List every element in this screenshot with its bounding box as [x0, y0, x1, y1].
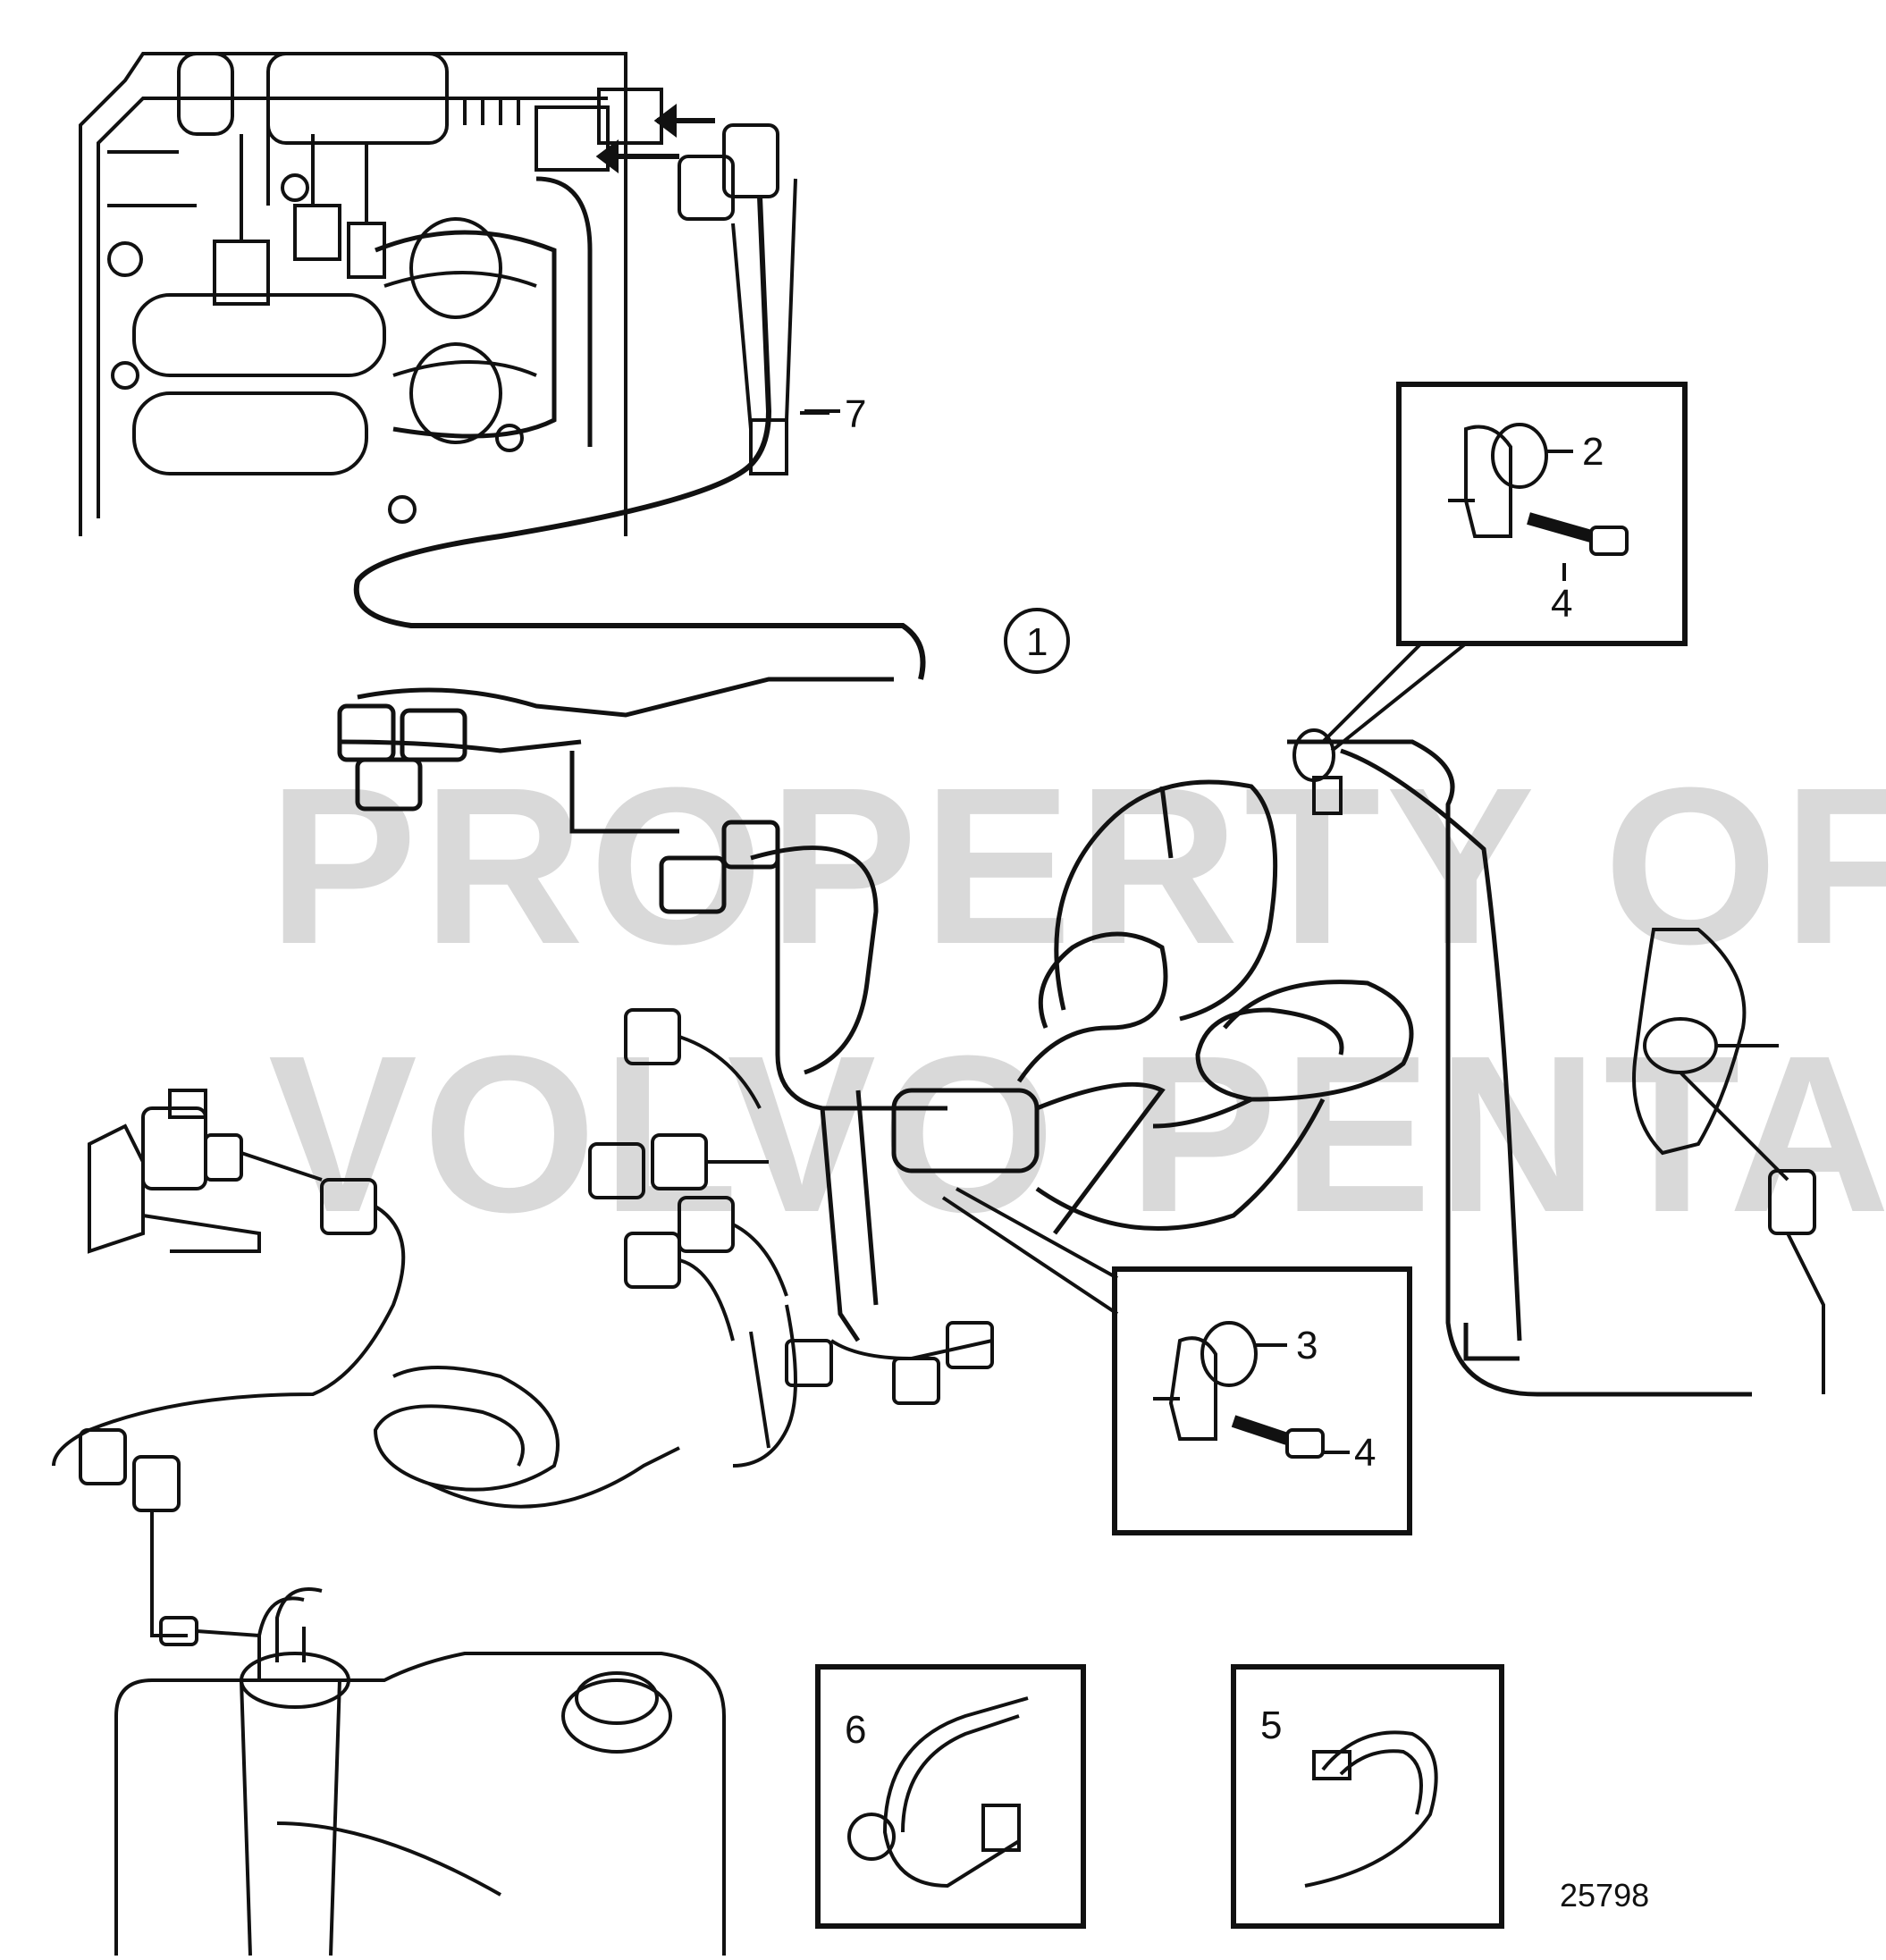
fuel-tank-illustration [114, 1587, 726, 1956]
callout-2: 2 [1582, 430, 1604, 474]
detail-box-clip-2: 2 4 [1321, 382, 1688, 753]
watermark: PROPERTY OF VOLVO PENTA [268, 741, 1886, 1258]
callout-4-upper: 4 [1551, 582, 1572, 626]
callout-3: 3 [1296, 1324, 1318, 1367]
main-wiring-harness [337, 677, 1752, 1397]
detail-box-cable-tie-5: 5 [1231, 1664, 1504, 1929]
engine-block-illustration [79, 52, 715, 536]
watermark-line-2: VOLVO PENTA [268, 1009, 1886, 1258]
detail-box-clip-3: 3 4 [941, 1187, 1412, 1535]
callout-7: 7 [845, 392, 866, 436]
callout-5: 5 [1260, 1703, 1282, 1747]
detail-box-cable-tie-6: 6 [815, 1664, 1086, 1929]
harness-clamp-upper [1292, 728, 1343, 815]
connector-cluster [588, 1008, 994, 1468]
illustration-number: 25798 [1560, 1877, 1649, 1914]
callout-6: 6 [845, 1708, 866, 1752]
harness-branch-7 [353, 123, 926, 680]
callout-4-lower: 4 [1354, 1431, 1376, 1475]
callout-1-circle: 1 [1004, 608, 1070, 674]
solenoid-valve-illustration [52, 1089, 680, 1637]
callout-1: 1 [1026, 620, 1048, 664]
callout-7-group: 7 [800, 392, 866, 436]
bracket-connector-right [1632, 928, 1825, 1394]
